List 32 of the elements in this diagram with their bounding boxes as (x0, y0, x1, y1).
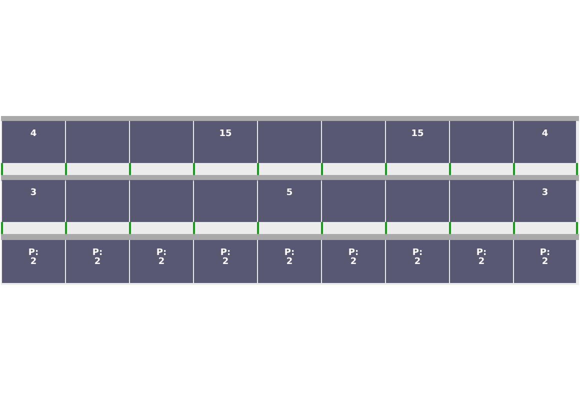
cell-value: P: 2 (347, 249, 360, 267)
cell-value: P: 2 (155, 249, 168, 267)
cell-box (386, 121, 449, 163)
cell-value: P: 2 (475, 249, 488, 267)
cell-value: 15 (410, 130, 424, 139)
cell-box (2, 240, 65, 283)
cell-value: 3 (540, 189, 550, 198)
cell-value: 4 (540, 130, 550, 139)
cell-box (258, 180, 321, 222)
cell-box (2, 180, 65, 222)
cell-box (258, 240, 321, 283)
cell-box (322, 240, 385, 283)
cell-value: P: 2 (27, 249, 40, 267)
cell-value: 15 (218, 130, 232, 139)
cell-box (194, 121, 257, 163)
cell-box (450, 240, 513, 283)
cell-box (386, 240, 449, 283)
cell-box (66, 240, 129, 283)
cell-box (194, 240, 257, 283)
cell-value: P: 2 (91, 249, 104, 267)
cell-value: 3 (29, 189, 38, 198)
cell-box (514, 240, 576, 283)
cell-box (130, 240, 193, 283)
cell-box (514, 121, 576, 163)
cell-value: P: 2 (411, 249, 424, 267)
cell-value: P: 2 (219, 249, 232, 267)
cell-box (514, 180, 576, 222)
cell-value: P: 2 (538, 249, 552, 267)
cell-box (2, 121, 65, 163)
cell-value: 4 (29, 130, 38, 139)
cell-value: P: 2 (283, 249, 296, 267)
cell-value: 5 (285, 189, 294, 198)
